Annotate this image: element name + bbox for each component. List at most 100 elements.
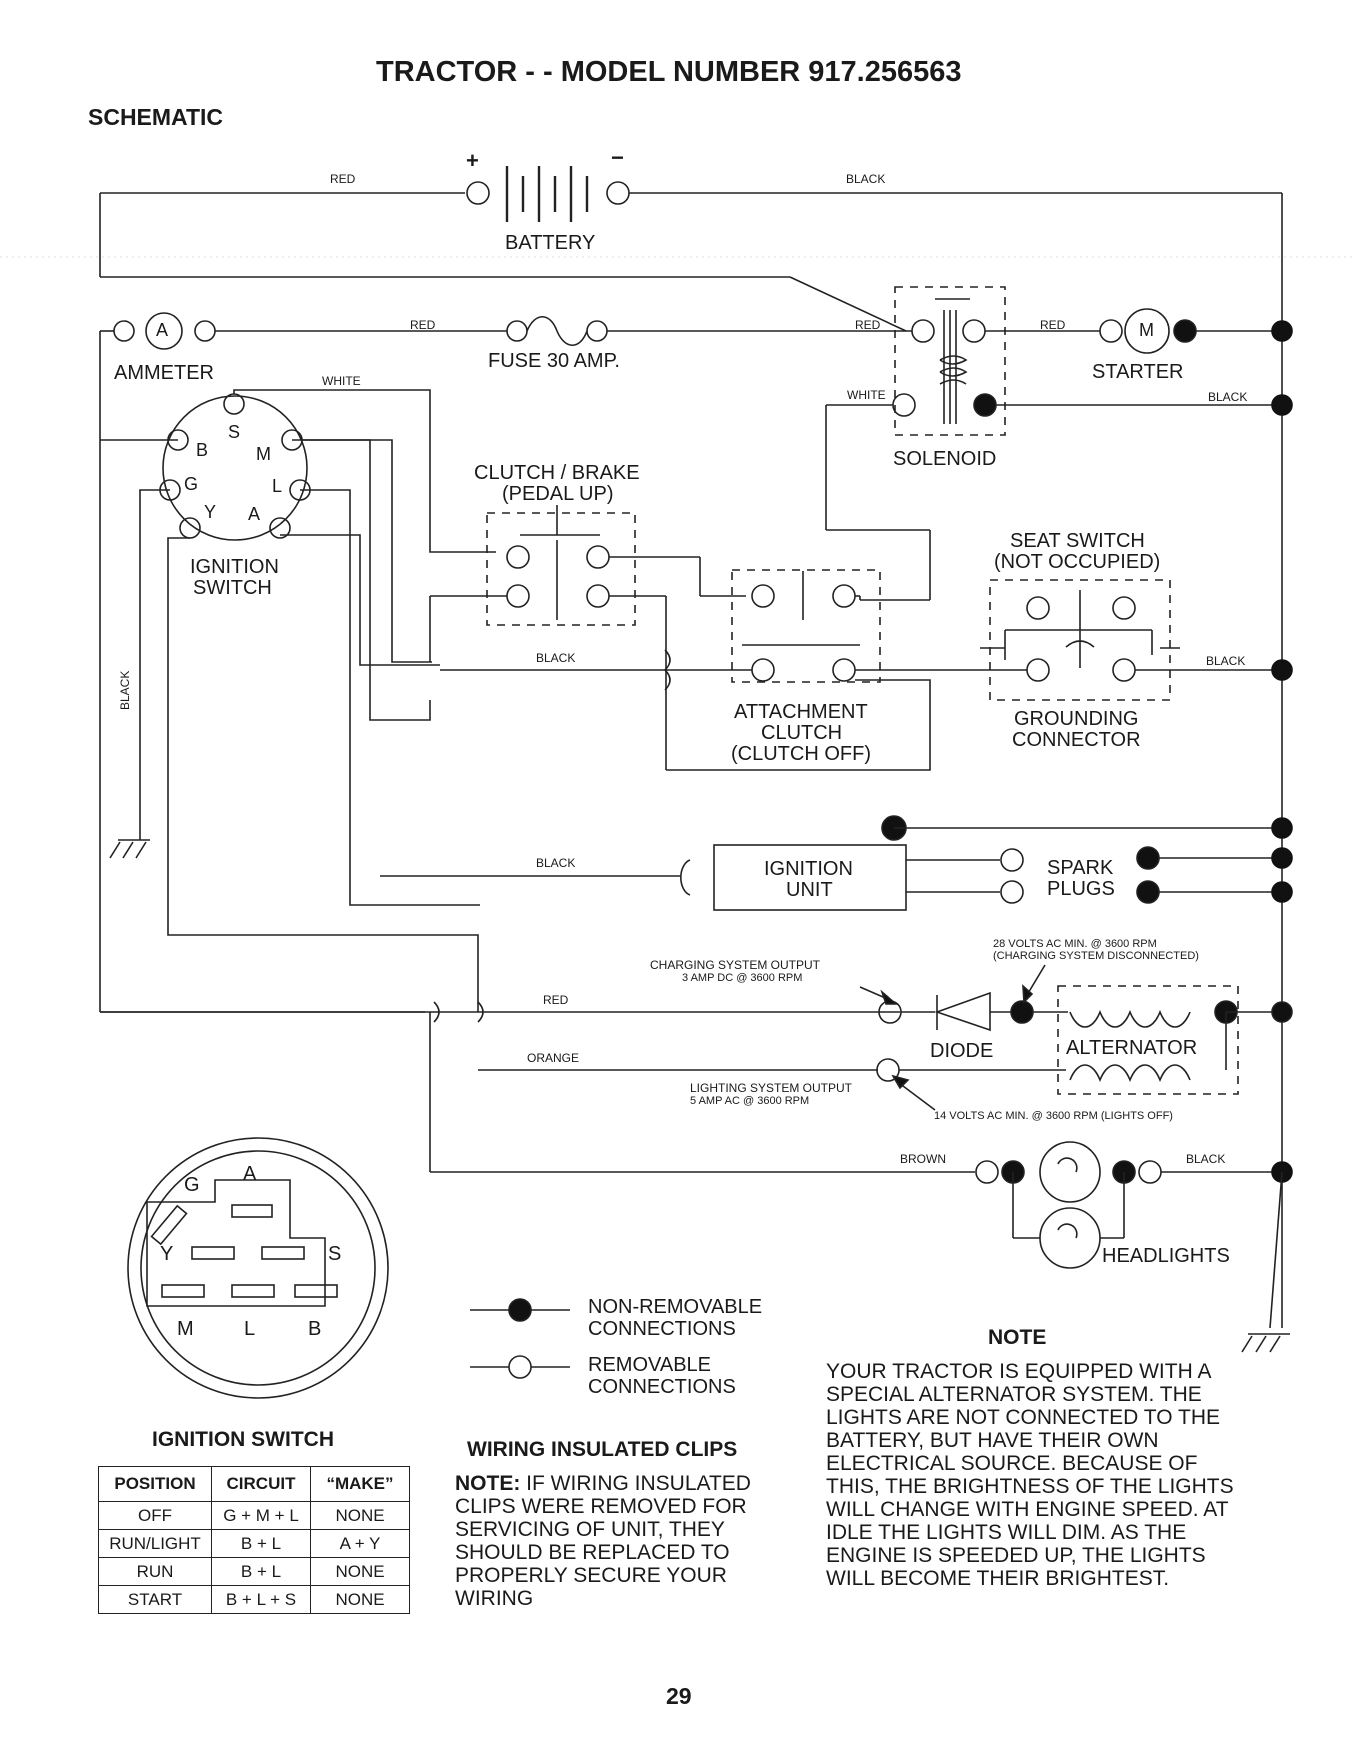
clutch-brake-label: CLUTCH / BRAKE: [474, 462, 640, 484]
attachment-clutch-label: ATTACHMENT: [734, 701, 868, 723]
wire-label-white: WHITE: [322, 374, 361, 388]
terminal-s: S: [228, 422, 241, 442]
table-header-row: POSITION CIRCUIT “MAKE”: [98, 1466, 410, 1502]
attachment-clutch-label: (CLUTCH OFF): [731, 743, 871, 765]
page-title: TRACTOR - - MODEL NUMBER 917.256563: [376, 56, 962, 88]
table-cell: NONE: [310, 1557, 410, 1586]
lighting-volts-note: 14 VOLTS AC MIN. @ 3600 RPM (LIGHTS OFF): [934, 1110, 1173, 1122]
table-cell: RUN: [98, 1557, 212, 1586]
ammeter-symbol: A: [156, 320, 169, 340]
grounding-connector-label: CONNECTOR: [1012, 729, 1141, 751]
fuse-label: FUSE 30 AMP.: [488, 350, 620, 372]
battery: [99, 166, 1283, 1328]
charging-volts-note: 28 VOLTS AC MIN. @ 3600 RPM: [993, 938, 1157, 950]
headlight-circuit: [429, 1012, 1282, 1269]
ignition-switch-label: IGNITION: [190, 556, 279, 578]
legend-non-removable: NON-REMOVABLE: [588, 1296, 763, 1318]
legend-non-removable: CONNECTIONS: [588, 1318, 736, 1340]
terminal-b: B: [196, 440, 209, 460]
table-cell: NONE: [310, 1501, 410, 1530]
terminal-g: G: [184, 474, 199, 494]
starter-symbol: M: [1139, 320, 1154, 340]
table-cell: OFF: [98, 1501, 212, 1530]
clips-title: WIRING INSULATED CLIPS: [467, 1438, 738, 1461]
charging-output-note: 3 AMP DC @ 3600 RPM: [682, 972, 803, 984]
seat-switch: [980, 579, 1282, 701]
spark-plugs-label: SPARK: [1047, 857, 1114, 879]
table-cell: START: [98, 1585, 212, 1614]
connector-pin-g: G: [184, 1174, 200, 1196]
table-cell: B + L: [211, 1557, 311, 1586]
wire-label-red: RED: [410, 318, 436, 332]
charging-volts-note: (CHARGING SYSTEM DISCONNECTED): [993, 950, 1199, 962]
connector-pin-l: L: [244, 1318, 256, 1340]
attachment-clutch-label: CLUTCH: [761, 722, 843, 744]
seat-switch-label: (NOT OCCUPIED): [994, 551, 1161, 573]
wire-label-brown: BROWN: [900, 1152, 946, 1166]
terminal-a: A: [248, 504, 261, 524]
ignition-unit-label: IGNITION: [764, 858, 853, 880]
headlights-label: HEADLIGHTS: [1102, 1245, 1230, 1267]
ignition-connector-face: [127, 1137, 389, 1399]
legend-removable: REMOVABLE: [588, 1354, 711, 1376]
ignition-unit-label: UNIT: [786, 879, 833, 901]
charging-circuit: [100, 964, 1293, 1111]
charging-output-note: CHARGING SYSTEM OUTPUT: [650, 958, 821, 972]
ignition-switch-table: POSITION CIRCUIT “MAKE” OFF G + M + L NO…: [98, 1466, 410, 1614]
wire-label-black: BLACK: [118, 670, 132, 710]
wire-label-red: RED: [1040, 318, 1066, 332]
connector-pin-y: Y: [160, 1243, 174, 1265]
wire-label-black: BLACK: [846, 172, 886, 186]
connector-pin-m: M: [177, 1318, 194, 1340]
ground-bus: [1271, 320, 1293, 1183]
table-row: RUN/LIGHT B + L A + Y: [98, 1529, 410, 1558]
clutch-brake-label: (PEDAL UP): [502, 483, 614, 505]
ignition-switch: [99, 389, 496, 1013]
table-header: POSITION: [98, 1466, 212, 1502]
table-cell: NONE: [310, 1585, 410, 1614]
ignition-switch-label: SWITCH: [193, 577, 272, 599]
attachment-clutch-switch: [440, 569, 990, 771]
battery-label: BATTERY: [505, 232, 596, 254]
wire-label-black: BLACK: [1206, 654, 1246, 668]
table-header: “MAKE”: [310, 1466, 410, 1502]
table-cell: B + L: [211, 1529, 311, 1558]
table-cell: G + M + L: [211, 1501, 311, 1530]
ammeter-label: AMMETER: [114, 362, 214, 384]
solenoid-label: SOLENOID: [893, 448, 997, 470]
connector-pin-a: A: [243, 1163, 257, 1185]
ignition-unit: [380, 815, 1282, 911]
starter: [985, 308, 1282, 354]
wire-label-white: WHITE: [847, 388, 886, 402]
wire-label-black: BLACK: [1186, 1152, 1226, 1166]
connector-pin-b: B: [308, 1318, 322, 1340]
wire-label-black: BLACK: [536, 856, 576, 870]
wire-label-red: RED: [330, 172, 356, 186]
wire-label-red: RED: [855, 318, 881, 332]
table-row: START B + L + S NONE: [98, 1585, 410, 1614]
table-cell: RUN/LIGHT: [98, 1529, 212, 1558]
ignition-table-title: IGNITION SWITCH: [152, 1428, 334, 1451]
table-cell: B + L + S: [211, 1585, 311, 1614]
clips-note-label: NOTE:: [455, 1472, 521, 1495]
terminal-l: L: [272, 476, 283, 496]
diode-label: DIODE: [930, 1040, 994, 1062]
ammeter-fuse-circuit: [99, 312, 912, 440]
seat-switch-label: SEAT SWITCH: [1010, 530, 1145, 552]
wire-label-black: BLACK: [536, 651, 576, 665]
clips-note-text: IF WIRING INSULATED CLIPS WERE REMOVED F…: [455, 1472, 751, 1610]
ground-symbol-right: [1241, 1171, 1290, 1353]
lighting-output-note: LIGHTING SYSTEM OUTPUT: [690, 1081, 853, 1095]
clips-note: NOTE: IF WIRING INSULATED CLIPS WERE REM…: [455, 1472, 790, 1610]
note-title: NOTE: [988, 1326, 1047, 1349]
clutch-brake-switch: [429, 505, 746, 770]
note-text: YOUR TRACTOR IS EQUIPPED WITH A SPECIAL …: [826, 1360, 1234, 1590]
battery-minus: −: [611, 145, 624, 170]
table-cell: A + Y: [310, 1529, 410, 1558]
table-row: OFF G + M + L NONE: [98, 1501, 410, 1530]
wire-label-orange: ORANGE: [527, 1051, 580, 1065]
table-header: CIRCUIT: [211, 1466, 311, 1502]
starter-label: STARTER: [1092, 361, 1184, 383]
